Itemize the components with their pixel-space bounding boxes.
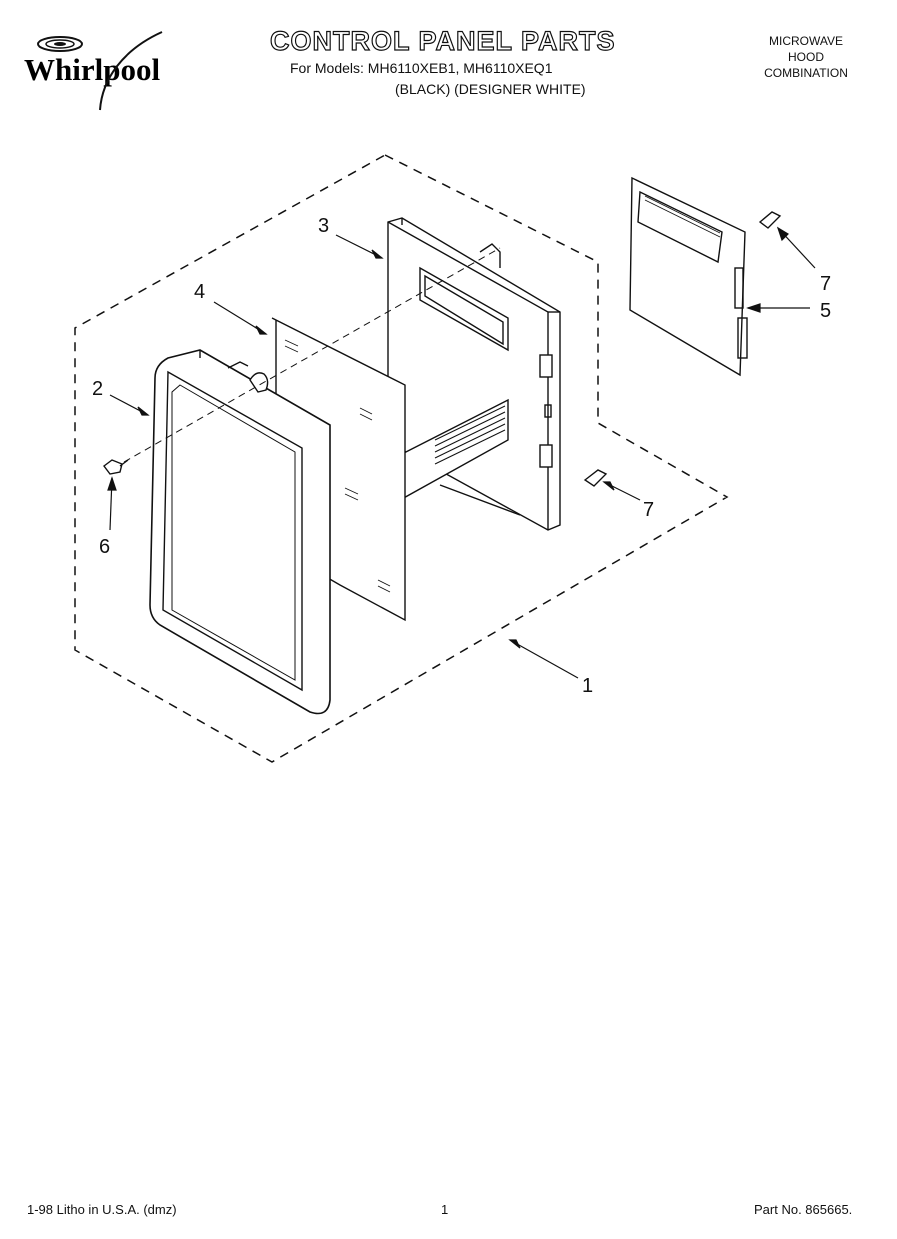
callout-5: 5 — [820, 300, 831, 322]
models-line: For Models: MH6110XEB1, MH6110XEQ1 — [290, 60, 553, 76]
leader-lines — [107, 226, 816, 679]
part-3-control-housing — [387, 217, 561, 531]
callout-2: 2 — [92, 378, 103, 400]
product-line-2: HOOD — [788, 50, 824, 64]
product-type: MICROWAVE HOOD COMBINATION — [748, 33, 864, 81]
callout-4: 4 — [194, 281, 205, 303]
callout-7-upper: 7 — [820, 273, 831, 295]
brand-wordmark: Whirlpool — [24, 52, 160, 87]
callout-1: 1 — [582, 675, 593, 697]
callout-3: 3 — [318, 215, 329, 237]
part-number: Part No. 865665. — [754, 1202, 853, 1217]
whirlpool-logo: Whirlpool — [24, 31, 163, 111]
callout-7-lower: 7 — [643, 499, 654, 521]
part-2-panel-frame — [149, 349, 331, 715]
print-info: 1-98 Litho in U.S.A. (dmz) — [27, 1202, 177, 1217]
part-7-screw-lower — [583, 469, 608, 487]
part-5-control-board — [629, 176, 748, 377]
page-title: CONTROL PANEL PARTS — [269, 25, 616, 56]
callout-6: 6 — [99, 536, 110, 558]
product-line-1: MICROWAVE — [769, 34, 843, 48]
assembly-boundary — [74, 154, 729, 763]
part-7-screw-upper — [758, 211, 782, 229]
product-line-3: COMBINATION — [764, 66, 848, 80]
finishes-line: (BLACK) (DESIGNER WHITE) — [395, 81, 586, 97]
page-number: 1 — [441, 1202, 449, 1217]
